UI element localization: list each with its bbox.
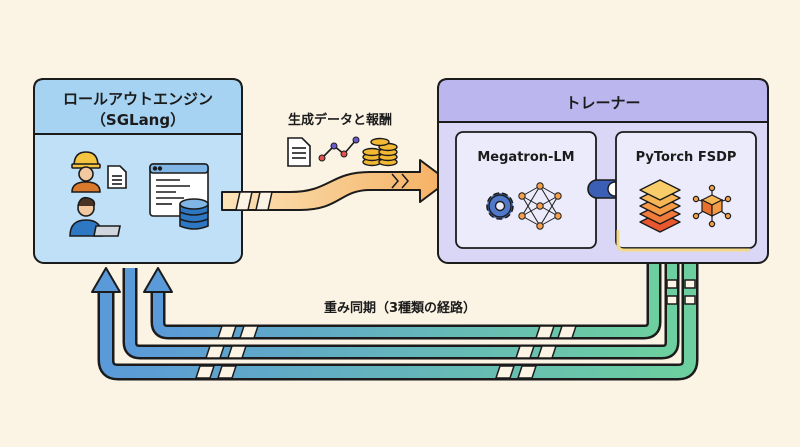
rollout-title-line2: （SGLang） <box>91 111 185 129</box>
data-flow-label: 生成データと報酬 <box>288 112 392 128</box>
database-icon <box>179 198 209 230</box>
developer-laptop-icon <box>69 196 121 237</box>
file-icon <box>287 137 311 167</box>
weight-sync-label: 重み同期（3種類の経路） <box>324 300 476 316</box>
trainer-box: トレーナー Megatron-LM <box>437 78 769 264</box>
layers-icon <box>639 179 681 233</box>
neural-network-icon <box>518 182 562 230</box>
gear-icon <box>486 192 514 220</box>
fsdp-box: PyTorch FSDP <box>615 131 757 252</box>
data-flow-arrow: 生成データと報酬 <box>221 112 449 211</box>
document-icon <box>107 165 127 189</box>
cube-network-icon <box>692 184 732 228</box>
sync-path-inner <box>150 262 662 340</box>
megatron-box: Megatron-LM <box>455 131 597 249</box>
trainer-title: トレーナー <box>565 94 640 112</box>
coins-icon <box>362 137 398 167</box>
megatron-label: Megatron-LM <box>477 150 574 165</box>
worker-icon <box>71 151 101 193</box>
weight-sync-pipes <box>91 262 699 381</box>
rollout-title-line1: ロールアウトエンジン <box>63 90 213 108</box>
pipe-dash-marks <box>194 325 578 379</box>
sync-arrowhead-1 <box>91 267 121 293</box>
sync-arrowhead-3 <box>143 267 173 293</box>
fsdp-label: PyTorch FSDP <box>636 150 737 165</box>
line-chart-icon <box>318 136 360 162</box>
rollout-engine-box: ロールアウトエンジン （SGLang） <box>33 78 243 264</box>
